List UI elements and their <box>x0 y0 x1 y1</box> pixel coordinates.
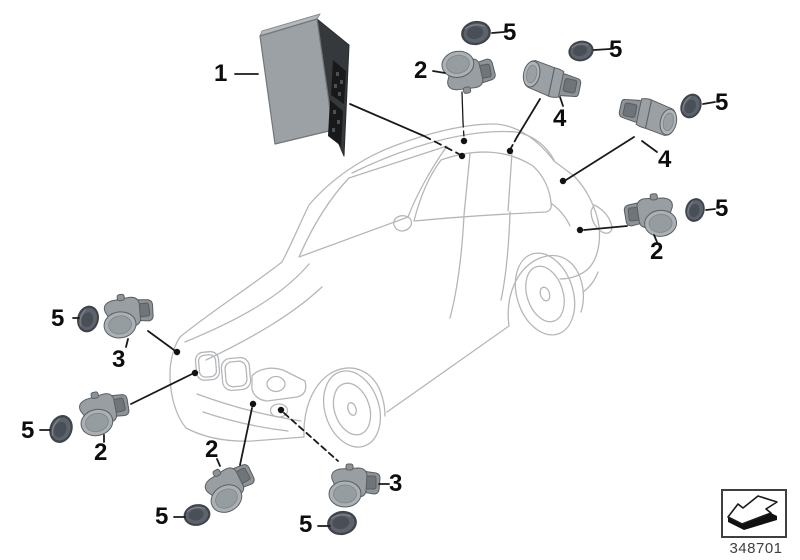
callout-5-top-grommet[interactable]: 5 <box>503 19 517 46</box>
grommet-drawing-left-lower <box>44 411 78 447</box>
grommet-drawing-bottom-right <box>324 508 360 538</box>
pdc-control-module-drawing <box>259 13 350 157</box>
callout-4-roof-rear-sensor[interactable]: 4 <box>553 105 567 132</box>
callout-3-front-left-sensor[interactable]: 3 <box>112 346 126 373</box>
sensor-drawing-rear-quarter <box>622 191 679 240</box>
headlight <box>251 367 307 402</box>
front-wheel <box>322 370 382 448</box>
leader-dots <box>173 137 584 414</box>
callout-2-bumper-center-sensor[interactable]: 2 <box>205 436 219 463</box>
sensor-drawing-front-left-upper <box>99 289 158 341</box>
callout-2-front-top-sensor[interactable]: 2 <box>414 57 428 84</box>
grommet-drawing-right-upper <box>675 89 707 123</box>
callout-5-right-upper-grommet[interactable]: 5 <box>715 89 729 116</box>
callout-5-bottom-right-grommet[interactable]: 5 <box>299 511 313 538</box>
grommet-drawing-bottom-left <box>181 501 213 529</box>
callout-3-bumper-outer-sensor[interactable]: 3 <box>389 470 403 497</box>
kidney-grilles <box>194 351 252 392</box>
callout-5-left-lower-grommet[interactable]: 5 <box>21 417 35 444</box>
callout-5-left-upper-grommet[interactable]: 5 <box>51 305 65 332</box>
callout-1-control-module[interactable]: 1 <box>214 60 228 87</box>
sensor-drawing-rear-right <box>616 93 681 138</box>
grommet-drawing-left-upper <box>73 302 103 336</box>
car-outline <box>169 123 613 448</box>
callout-5-top-right-grommet[interactable]: 5 <box>609 36 623 63</box>
leader-lines <box>39 31 716 527</box>
diagram-part-number: 348701 <box>729 540 783 557</box>
callout-5-right-lower-grommet[interactable]: 5 <box>715 195 729 222</box>
rear-wheel <box>514 252 576 336</box>
bumper-sensor-hole <box>269 403 289 418</box>
grommet-drawing-top-right <box>565 37 597 65</box>
sensor-drawing-front-left-lower <box>73 384 135 440</box>
sensor-drawing-front-top <box>439 44 499 98</box>
callout-2-rear-quarter-sensor[interactable]: 2 <box>650 238 664 265</box>
callout-4-rear-right-sensor[interactable]: 4 <box>658 146 672 173</box>
callout-5-bottom-left-grommet[interactable]: 5 <box>155 503 169 530</box>
sensor-drawing-bumper-outer <box>328 463 381 508</box>
grommet-drawing-right-lower <box>682 195 708 225</box>
diagram-thumbnail-box <box>721 489 787 538</box>
sensor-drawing-roof-rear <box>519 58 584 103</box>
grommet-drawing-top <box>458 18 494 48</box>
installation-direction-arrow-icon <box>727 495 778 530</box>
callout-2-front-left-sensor[interactable]: 2 <box>94 439 108 466</box>
